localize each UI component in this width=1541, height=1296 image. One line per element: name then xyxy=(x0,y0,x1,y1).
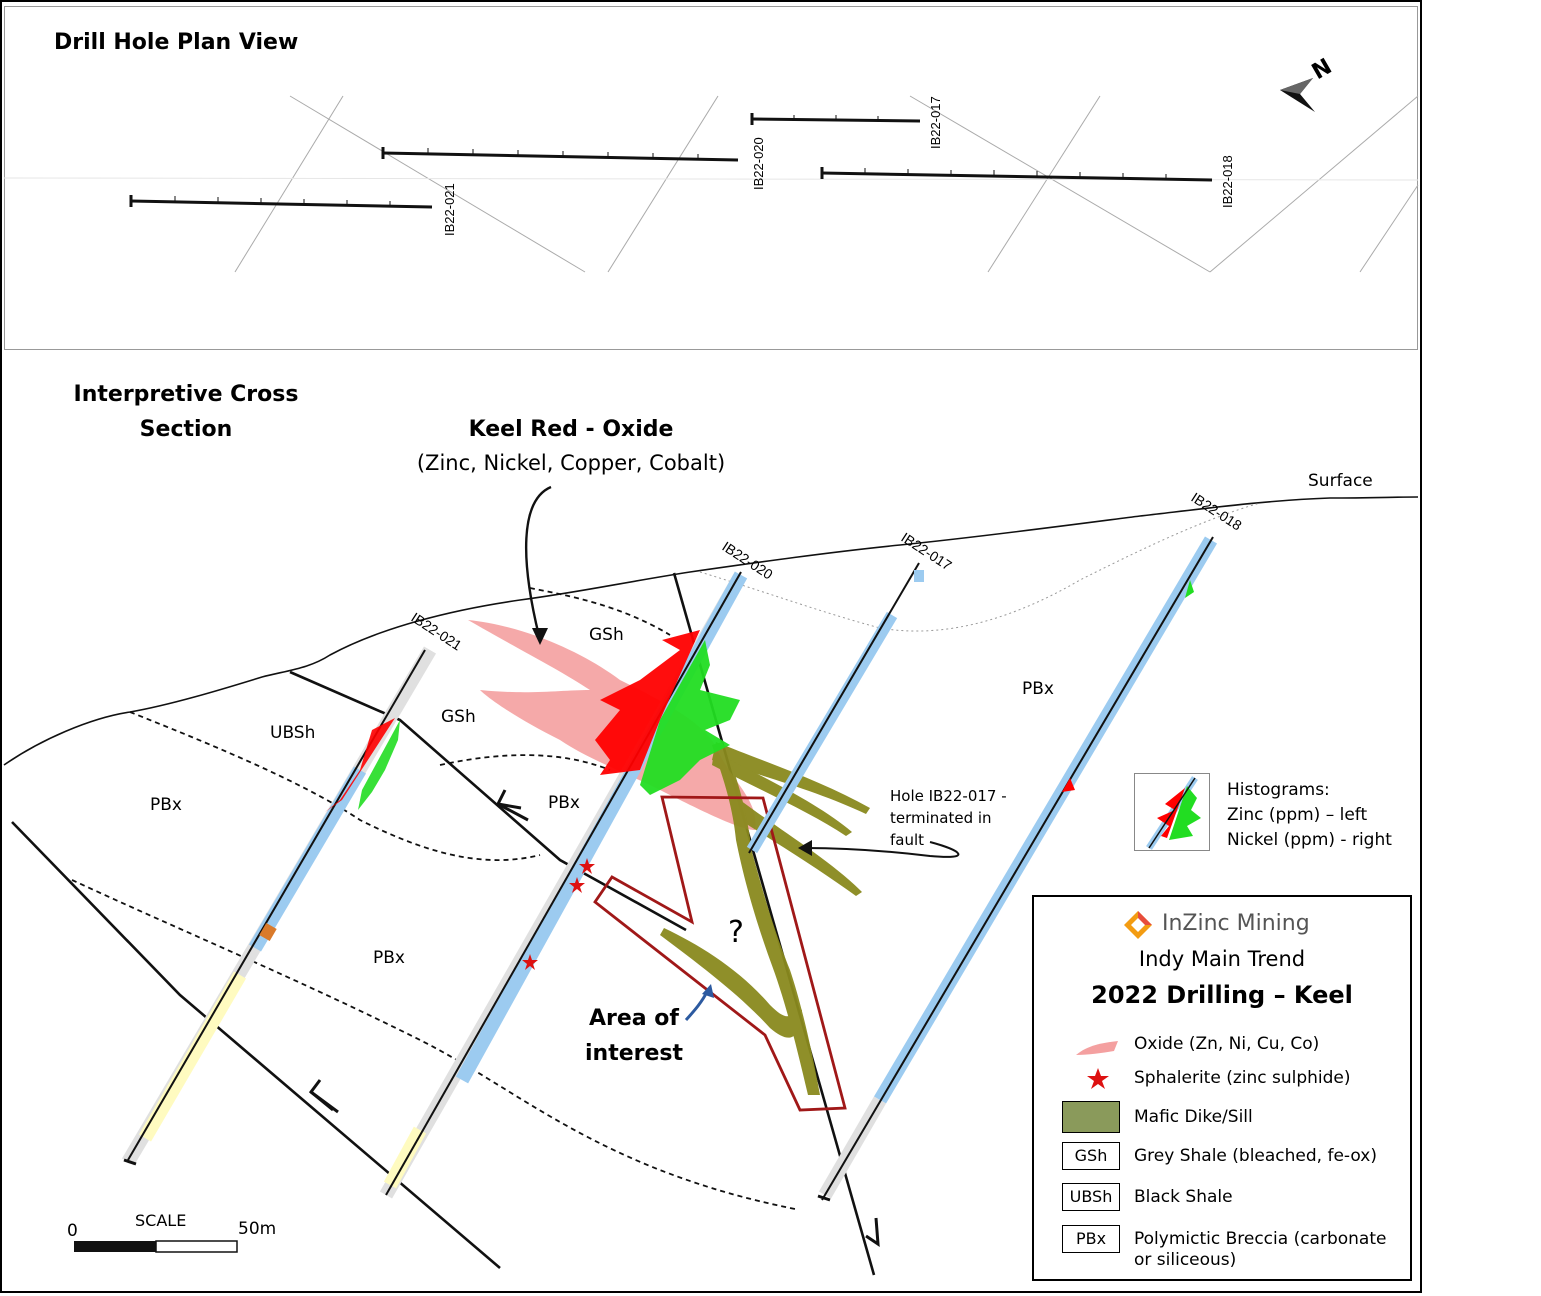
oxide-callout-title: Keel Red - Oxide xyxy=(469,417,674,442)
legend-mafic-label: Mafic Dike/Sill xyxy=(1134,1107,1253,1127)
area-arrowhead-icon xyxy=(702,984,714,998)
section-label-020: IB22-020 xyxy=(719,538,776,582)
area-of-interest-label-2: interest xyxy=(585,1041,684,1066)
section-title-1: Interpretive Cross xyxy=(74,382,299,407)
svg-text:Hole IB22-017 -: Hole IB22-017 - xyxy=(890,787,1007,805)
plan-label-021: IB22-021 xyxy=(442,183,457,236)
svg-text:SCALE: SCALE xyxy=(135,1211,186,1230)
legend-gsh-label: Grey Shale (bleached, fe-ox) xyxy=(1134,1146,1377,1166)
fault-note-arrow xyxy=(804,841,960,858)
fault-note-arrowhead-icon xyxy=(798,840,812,856)
figure-frame xyxy=(0,0,1422,1293)
histogram-key-icon xyxy=(1134,773,1210,851)
legend-panel: InZinc Mining Indy Main Trend 2022 Drill… xyxy=(1032,895,1412,1281)
plan-label-018: IB22-018 xyxy=(1220,155,1235,208)
north-arrow-icon: N xyxy=(1280,54,1336,112)
project-name: Indy Main Trend xyxy=(1138,947,1306,971)
fault-note: Hole IB22-017 - terminated in fault xyxy=(890,787,1007,849)
unit-pbx-right: PBx xyxy=(1022,679,1054,699)
plan-label-017: IB22-017 xyxy=(928,96,943,149)
callout-arrow-line xyxy=(524,485,552,641)
legend-pbx-label: Polymictic Breccia (carbonate or siliceo… xyxy=(1134,1229,1387,1270)
surface-label: Surface xyxy=(1308,471,1373,491)
plan-hole-labels: IB22-021 IB22-020 IB22-017 IB22-018 xyxy=(442,96,1235,236)
legend-title: 2022 Drilling – Keel xyxy=(1091,981,1353,1009)
unit-pbx-left: PBx xyxy=(150,795,182,815)
section-hole-017 xyxy=(746,562,924,854)
svg-text:0: 0 xyxy=(67,1221,78,1241)
plan-grid-lines xyxy=(3,95,1419,273)
unit-pbx-lower: PBx xyxy=(373,948,405,968)
company-logo xyxy=(1122,909,1154,941)
plan-hole-021 xyxy=(130,199,433,209)
plan-label-020: IB22-020 xyxy=(751,137,766,190)
plan-hole-018 xyxy=(821,171,1213,182)
plan-hole-020 xyxy=(382,151,739,162)
plan-view-title: Drill Hole Plan View xyxy=(54,30,298,55)
question-mark: ? xyxy=(728,915,744,950)
section-label-017: IB22-017 xyxy=(898,529,955,573)
mafic-swatch xyxy=(1062,1101,1120,1133)
svg-text:50m: 50m xyxy=(238,1219,276,1239)
unit-gsh-lower: GSh xyxy=(441,707,476,727)
oxide-symbol-icon xyxy=(1076,1041,1118,1055)
section-hole-020 xyxy=(379,571,748,1199)
geologic-contacts xyxy=(71,587,796,1210)
section-label-018: IB22-018 xyxy=(1188,489,1245,533)
unit-labels: GSh GSh UBSh PBx PBx PBx PBx xyxy=(150,625,1054,968)
section-hole-018 xyxy=(817,536,1218,1202)
svg-text:terminated in: terminated in xyxy=(890,809,992,827)
unit-ubsh: UBSh xyxy=(270,723,315,743)
plan-hole-ticks xyxy=(174,115,1167,207)
legend-sphalerite-label: Sphalerite (zinc sulphide) xyxy=(1134,1068,1351,1088)
fault-arrow-icons xyxy=(308,789,880,1247)
pbx-swatch: PBx xyxy=(1062,1225,1120,1253)
legend-oxide-label: Oxide (Zn, Ni, Cu, Co) xyxy=(1134,1034,1320,1054)
faults xyxy=(11,572,876,1276)
svg-text:N: N xyxy=(1308,54,1336,85)
gsh-swatch: GSh xyxy=(1062,1142,1120,1170)
weathering-line xyxy=(699,502,1261,632)
section-title-2: Section xyxy=(140,417,233,442)
histogram-key-text: Histograms: Zinc (ppm) – left Nickel (pp… xyxy=(1227,780,1392,850)
oxide-callout-subtitle: (Zinc, Nickel, Copper, Cobalt) xyxy=(417,451,725,475)
sphalerite-star-legend-icon xyxy=(1087,1068,1109,1089)
company-name: InZinc Mining xyxy=(1162,911,1310,936)
area-of-interest-outline xyxy=(593,795,847,1112)
unit-gsh-upper: GSh xyxy=(589,625,624,645)
scale-bar: 0 SCALE 50m xyxy=(67,1211,276,1253)
section-hole-021 xyxy=(121,646,437,1166)
ubsh-swatch: UBSh xyxy=(1062,1183,1120,1211)
callout-arrowhead-icon xyxy=(532,628,548,645)
area-of-interest-label-1: Area of xyxy=(589,1006,679,1031)
legend-ubsh-label: Black Shale xyxy=(1134,1187,1233,1207)
unit-pbx-mid: PBx xyxy=(548,793,580,813)
svg-text:fault: fault xyxy=(890,831,924,849)
sphalerite-star-icons xyxy=(522,858,595,970)
plan-hole-traces xyxy=(129,113,1213,209)
topographic-surface xyxy=(3,496,1419,766)
